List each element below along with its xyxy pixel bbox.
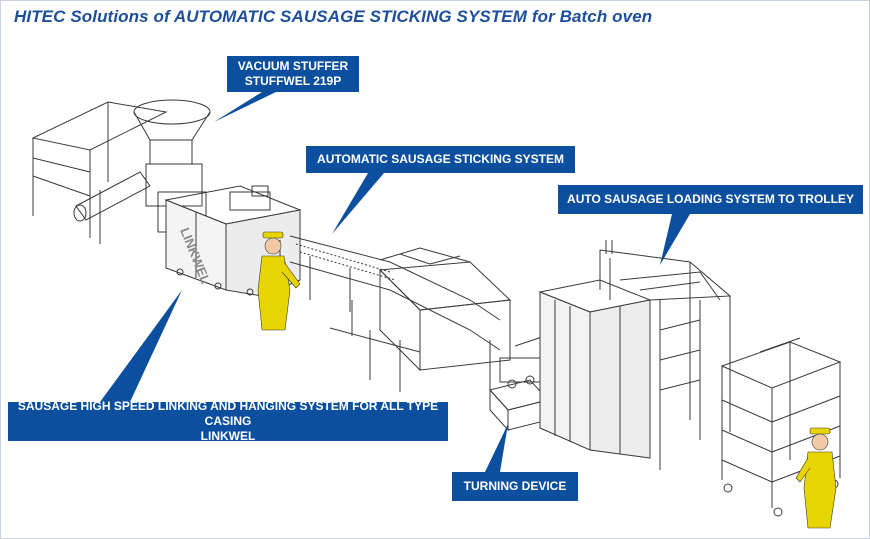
callout-vacuum-stuffer: VACUUM STUFFER STUFFWEL 219P: [227, 56, 359, 92]
callout-turning-device: TURNING DEVICE: [452, 472, 578, 501]
callout-vacuum-stuffer-line1: VACUUM STUFFER: [237, 59, 349, 73]
callout-vacuum-stuffer-line2: STUFFWEL 219P: [244, 74, 342, 88]
pointer-turning-device: [485, 424, 508, 472]
callout-turning-device-line1: TURNING DEVICE: [463, 479, 567, 493]
turning-device: [489, 335, 549, 432]
callout-loading-system-line1: AUTO SAUSAGE LOADING SYSTEM TO TROLLEY: [567, 192, 854, 206]
sticking-conveyor: [279, 235, 512, 396]
callout-linking-system: SAUSAGE HIGH SPEED LINKING AND HANGING S…: [8, 399, 448, 443]
worker-figure-left: [257, 231, 301, 331]
callout-pointers: [100, 92, 690, 472]
pointer-linking-system: [100, 290, 182, 402]
loading-system: [538, 240, 732, 470]
callout-loading-system: AUTO SAUSAGE LOADING SYSTEM TO TROLLEY: [558, 185, 863, 214]
page-title: HITEC Solutions of AUTOMATIC SAUSAGE STI…: [14, 7, 653, 26]
callout-linking-system-line2: LINKWEL: [200, 429, 256, 443]
callout-sticking-system: AUTOMATIC SAUSAGE STICKING SYSTEM: [306, 146, 575, 173]
worker-figure-right: [795, 427, 837, 529]
pointer-sticking-system: [332, 173, 384, 234]
pointer-vacuum-stuffer: [214, 92, 276, 122]
callout-linking-system-line1: SAUSAGE HIGH SPEED LINKING AND HANGING S…: [17, 399, 439, 428]
pointer-loading-system: [660, 214, 690, 265]
vacuum-stuffer: [31, 99, 211, 244]
callout-sticking-system-line1: AUTOMATIC SAUSAGE STICKING SYSTEM: [317, 152, 564, 166]
